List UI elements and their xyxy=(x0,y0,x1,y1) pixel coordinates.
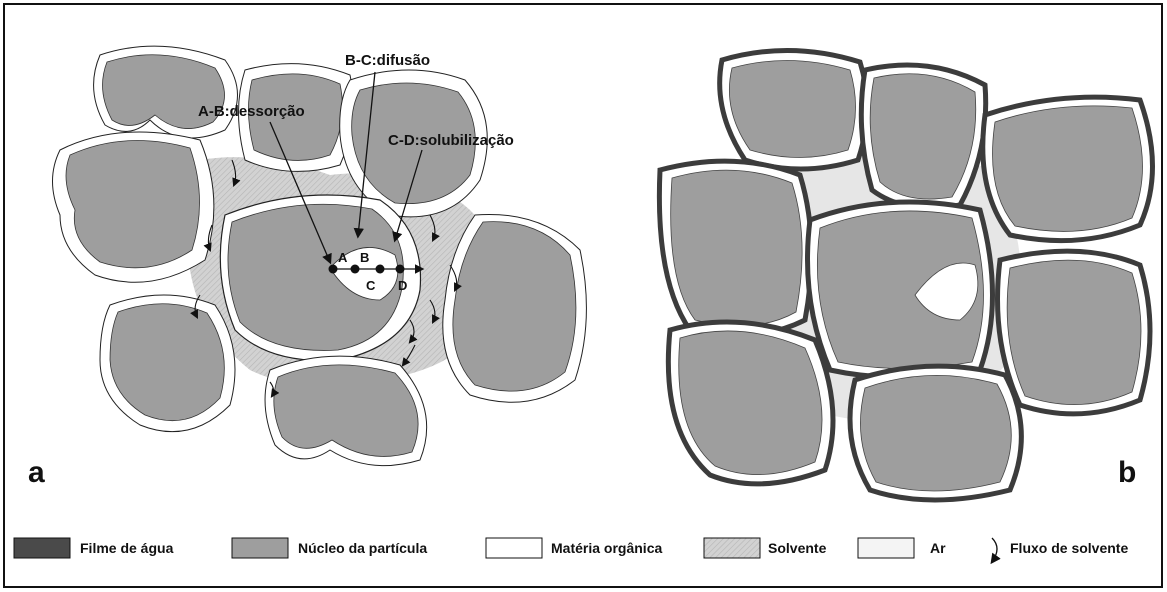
particle-right xyxy=(443,214,587,402)
particle-bottom-left xyxy=(100,295,235,432)
annotation-cd: C-D:solubilização xyxy=(388,132,514,149)
particle-bottom-mid xyxy=(265,356,427,466)
legend-swatch-air xyxy=(858,538,914,558)
label-point-b: B xyxy=(360,250,369,265)
legend-label-particle-core: Núcleo da partícula xyxy=(298,540,427,556)
legend: Filme de água Núcleo da partícula Matéri… xyxy=(14,538,1128,562)
legend-label-air: Ar xyxy=(930,540,946,556)
curved-arrow-icon xyxy=(992,538,997,562)
panel-b-aggregate: b xyxy=(659,50,1152,500)
legend-item-solvent-flow: Fluxo de solvente xyxy=(992,538,1128,562)
particle-b-top-right xyxy=(983,97,1153,240)
legend-item-particle-core: Núcleo da partícula xyxy=(232,538,427,558)
legend-swatch-solvent xyxy=(704,538,760,558)
label-point-a: A xyxy=(338,250,348,265)
label-point-c: C xyxy=(366,278,376,293)
legend-swatch-water-film xyxy=(14,538,70,558)
panel-label-b: b xyxy=(1118,456,1136,489)
legend-swatch-organic-matter xyxy=(486,538,542,558)
legend-label-solvent: Solvente xyxy=(768,540,827,556)
particle-b-bottom-mid xyxy=(850,366,1021,500)
legend-swatch-particle-core xyxy=(232,538,288,558)
legend-item-solvent: Solvente xyxy=(704,538,827,558)
legend-item-water-film: Filme de água xyxy=(14,538,174,558)
particle-b-right xyxy=(998,251,1151,414)
particle-b-center xyxy=(808,202,993,378)
legend-label-water-film: Filme de água xyxy=(80,540,174,556)
particle-b-top-mid xyxy=(861,65,985,208)
annotation-ab: A-B:dessorção xyxy=(198,103,305,120)
particle-center xyxy=(220,195,420,361)
label-point-d: D xyxy=(398,278,407,293)
annotation-bc: B-C:difusão xyxy=(345,52,430,69)
particle-b-top-left xyxy=(720,50,867,169)
legend-label-solvent-flow: Fluxo de solvente xyxy=(1010,540,1128,556)
panel-a-aggregate: A B C D B-C:difusão A-B:dessorção C-D:so… xyxy=(28,46,586,489)
particle-top-left xyxy=(94,46,238,138)
legend-label-organic-matter: Matéria orgânica xyxy=(551,540,662,556)
legend-item-air: Ar xyxy=(858,538,946,558)
panel-label-a: a xyxy=(28,456,45,489)
particle-b-bottom-left xyxy=(668,322,833,484)
particle-b-left xyxy=(659,161,811,336)
particle-left xyxy=(53,132,214,282)
legend-item-organic-matter: Matéria orgânica xyxy=(486,538,662,558)
